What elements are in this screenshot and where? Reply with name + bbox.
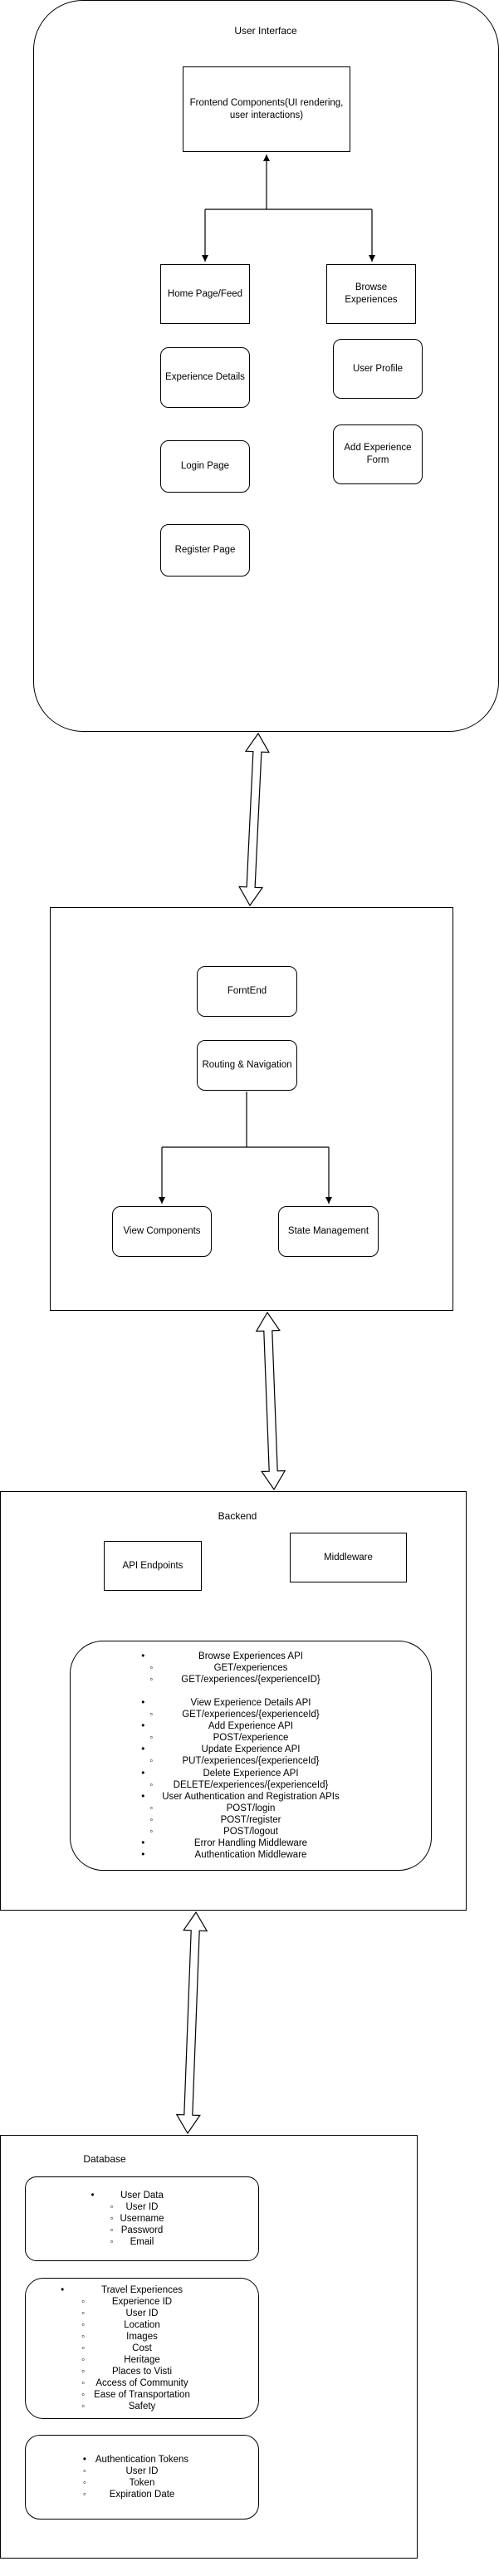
experience-details-label: Experience Details [165,372,245,383]
database-title: Database [83,2153,126,2165]
frontend-components-label: Frontend Components(UI rendering, user i… [189,97,344,120]
experience-details-node[interactable]: Experience Details [160,347,250,408]
api-item: User Authentication and Registration API… [149,1791,339,1838]
field: Safety [81,2401,190,2412]
api-item: Add Experience API POST/experience [149,1720,340,1744]
field: Password [110,2225,164,2236]
browse-experiences-node[interactable]: Browse Experiences [326,264,416,324]
home-feed-node[interactable]: Home Page/Feed [160,264,250,324]
login-page-node[interactable]: Login Page [160,440,250,493]
state-management-label: State Management [287,1226,369,1237]
auth-tokens-label: Authentication Tokens [95,2455,188,2465]
api-item: Authentication Middleware [162,1849,340,1861]
backend-api-list: Browse Experiences API GET/experiencesGE… [149,1651,340,1861]
field: Access of Community [81,2377,190,2389]
backend-api-list-box: Browse Experiences API GET/experiencesGE… [70,1641,432,1871]
field: Token [83,2477,188,2489]
routing-navigation-node[interactable]: Routing & Navigation [197,1040,297,1091]
field: User ID [83,2466,188,2477]
auth-tokens-list: Authentication Tokens User ID Token Expi… [83,2454,188,2500]
field: Expiration Date [83,2489,188,2500]
arrow-frontend-backend [255,1311,286,1491]
add-experience-form-node[interactable]: Add Experience Form [333,424,423,484]
frontend-node[interactable]: ForntEnd [197,966,297,1017]
field: Heritage [81,2354,190,2366]
api-endpoints-label: API Endpoints [122,1560,183,1571]
api-item: View Experience Details API GET/experien… [149,1697,340,1720]
arrow-ui-frontend [238,732,270,907]
user-interface-title: User Interface [234,25,297,37]
register-page-label: Register Page [174,545,236,556]
frontend-label: ForntEnd [227,986,267,997]
field: Cost [81,2343,190,2354]
arrow-backend-database [175,1911,208,2135]
state-management-node[interactable]: State Management [278,1206,379,1257]
travel-experiences-label: Travel Experiences [101,2285,183,2295]
add-experience-form-label: Add Experience Form [344,443,412,465]
field: Experience ID [81,2296,190,2308]
frontend-components-node[interactable]: Frontend Components(UI rendering, user i… [183,66,350,152]
user-profile-node[interactable]: User Profile [333,339,423,399]
api-item: Error Handling Middleware [162,1838,340,1849]
user-profile-label: User Profile [352,363,404,374]
api-item: Update Experience API PUT/experiences/{e… [149,1744,340,1767]
api-item: Browse Experiences API GET/experiencesGE… [149,1651,340,1685]
browse-experiences-label: Browse Experiences [345,282,398,305]
view-components-node[interactable]: View Components [112,1206,212,1257]
middleware-label: Middleware [324,1552,373,1563]
field: Ease of Transportation [81,2389,190,2401]
field: Places to Visti [81,2366,190,2377]
home-feed-label: Home Page/Feed [167,288,243,299]
user-data-label: User Data [120,2191,164,2201]
field: User ID [81,2308,190,2319]
field: Username [110,2213,164,2225]
travel-experiences-box: Travel Experiences Experience ID User ID… [25,2278,259,2419]
middleware-node[interactable]: Middleware [290,1533,407,1582]
auth-tokens-box: Authentication Tokens User ID Token Expi… [25,2435,259,2520]
backend-title: Backend [218,1510,257,1522]
api-item: Delete Experience API DELETE/experiences… [149,1768,340,1791]
field: Location [81,2319,190,2331]
user-data-box: User Data User ID Username Password Emai… [25,2176,259,2261]
register-page-node[interactable]: Register Page [160,524,250,577]
field: Email [110,2236,164,2248]
user-data-list: User Data User ID Username Password Emai… [110,2190,164,2248]
travel-experiences-list: Travel Experiences Experience ID User ID… [81,2284,190,2412]
routing-navigation-label: Routing & Navigation [202,1060,292,1071]
field: Images [81,2331,190,2343]
api-endpoints-node[interactable]: API Endpoints [104,1541,202,1591]
login-page-label: Login Page [180,461,230,472]
field: User ID [110,2201,164,2213]
view-components-label: View Components [123,1226,201,1237]
